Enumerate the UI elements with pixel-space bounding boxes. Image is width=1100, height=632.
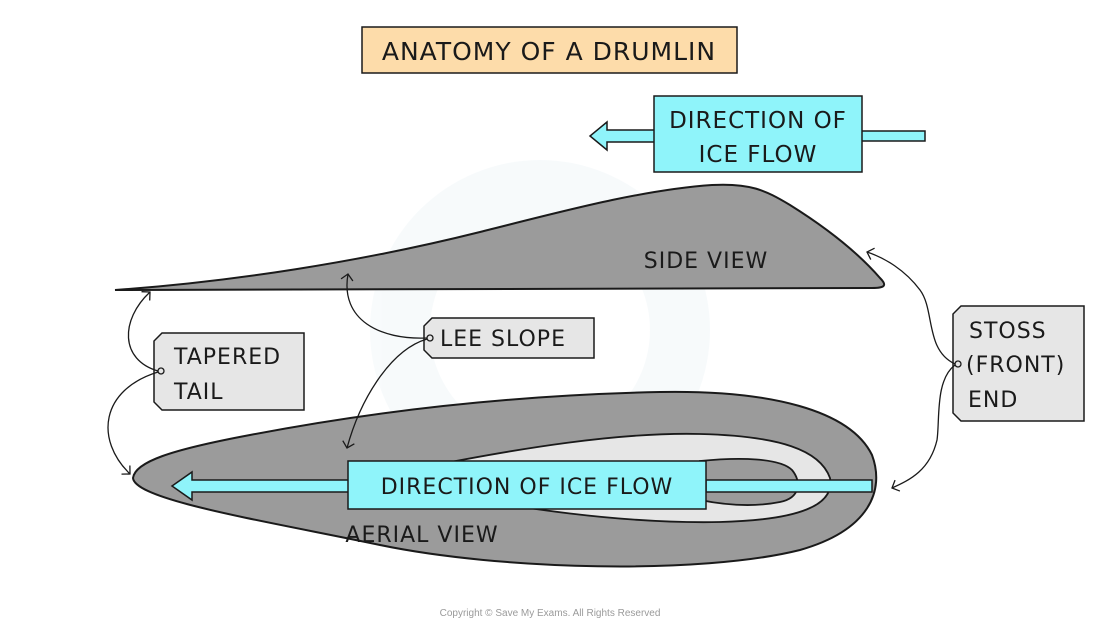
side-view-label: SIDE VIEW bbox=[644, 249, 768, 274]
lee-slope-label: LEE SLOPE bbox=[440, 327, 566, 352]
aerial-arrow-tail-bar bbox=[705, 479, 873, 493]
tapered-tail-line2: TAIL bbox=[173, 380, 224, 405]
aerial-flow-box bbox=[347, 460, 707, 510]
stoss-to-aerial-arrow bbox=[891, 364, 956, 492]
top-flow-box bbox=[653, 95, 863, 173]
lee-to-aerial-arrow bbox=[342, 338, 428, 449]
tag-shape bbox=[153, 332, 305, 411]
aerial-flow-label: DIRECTION OF ICE FLOW bbox=[381, 475, 674, 500]
tag-shape bbox=[423, 317, 595, 359]
lee-to-side-arrow bbox=[340, 273, 428, 339]
tag-tapered-tail: TAPERED TAIL bbox=[153, 332, 305, 411]
tail-to-aerial-arrow bbox=[107, 371, 159, 475]
stoss-line3: END bbox=[968, 388, 1018, 413]
tag-shape bbox=[952, 305, 1085, 422]
top-flow-line1: DIRECTION OF bbox=[669, 108, 847, 134]
stoss-to-side-arrow bbox=[866, 247, 956, 365]
tag-stoss-end: STOSS (FRONT) END bbox=[952, 305, 1085, 422]
side-view-shape bbox=[114, 183, 886, 291]
title-box: ANATOMY OF A DRUMLIN bbox=[361, 26, 738, 74]
title-background bbox=[361, 26, 738, 74]
tail-to-side-arrow bbox=[127, 291, 159, 372]
tapered-tail-line1: TAPERED bbox=[173, 345, 281, 370]
aerial-arrow-left-icon bbox=[170, 470, 351, 502]
arrow-left-icon bbox=[588, 120, 657, 152]
aerial-view-label: AERIAL VIEW bbox=[345, 523, 498, 548]
connector-arrows bbox=[107, 247, 956, 492]
side-view-drumlin: SIDE VIEW bbox=[114, 183, 886, 291]
top-flow-line2: ICE FLOW bbox=[699, 142, 818, 168]
top-ice-flow-arrow: DIRECTION OF ICE FLOW bbox=[588, 95, 926, 173]
aerial-ice-flow-arrow: DIRECTION OF ICE FLOW bbox=[170, 460, 873, 510]
stoss-line1: STOSS bbox=[969, 319, 1047, 344]
tag-lee-slope: LEE SLOPE bbox=[423, 317, 595, 359]
arrow-tail-bar bbox=[859, 130, 926, 142]
page-title: ANATOMY OF A DRUMLIN bbox=[382, 37, 716, 66]
copyright-notice: Copyright © Save My Exams. All Rights Re… bbox=[440, 608, 661, 619]
stoss-line2: (FRONT) bbox=[966, 353, 1065, 378]
